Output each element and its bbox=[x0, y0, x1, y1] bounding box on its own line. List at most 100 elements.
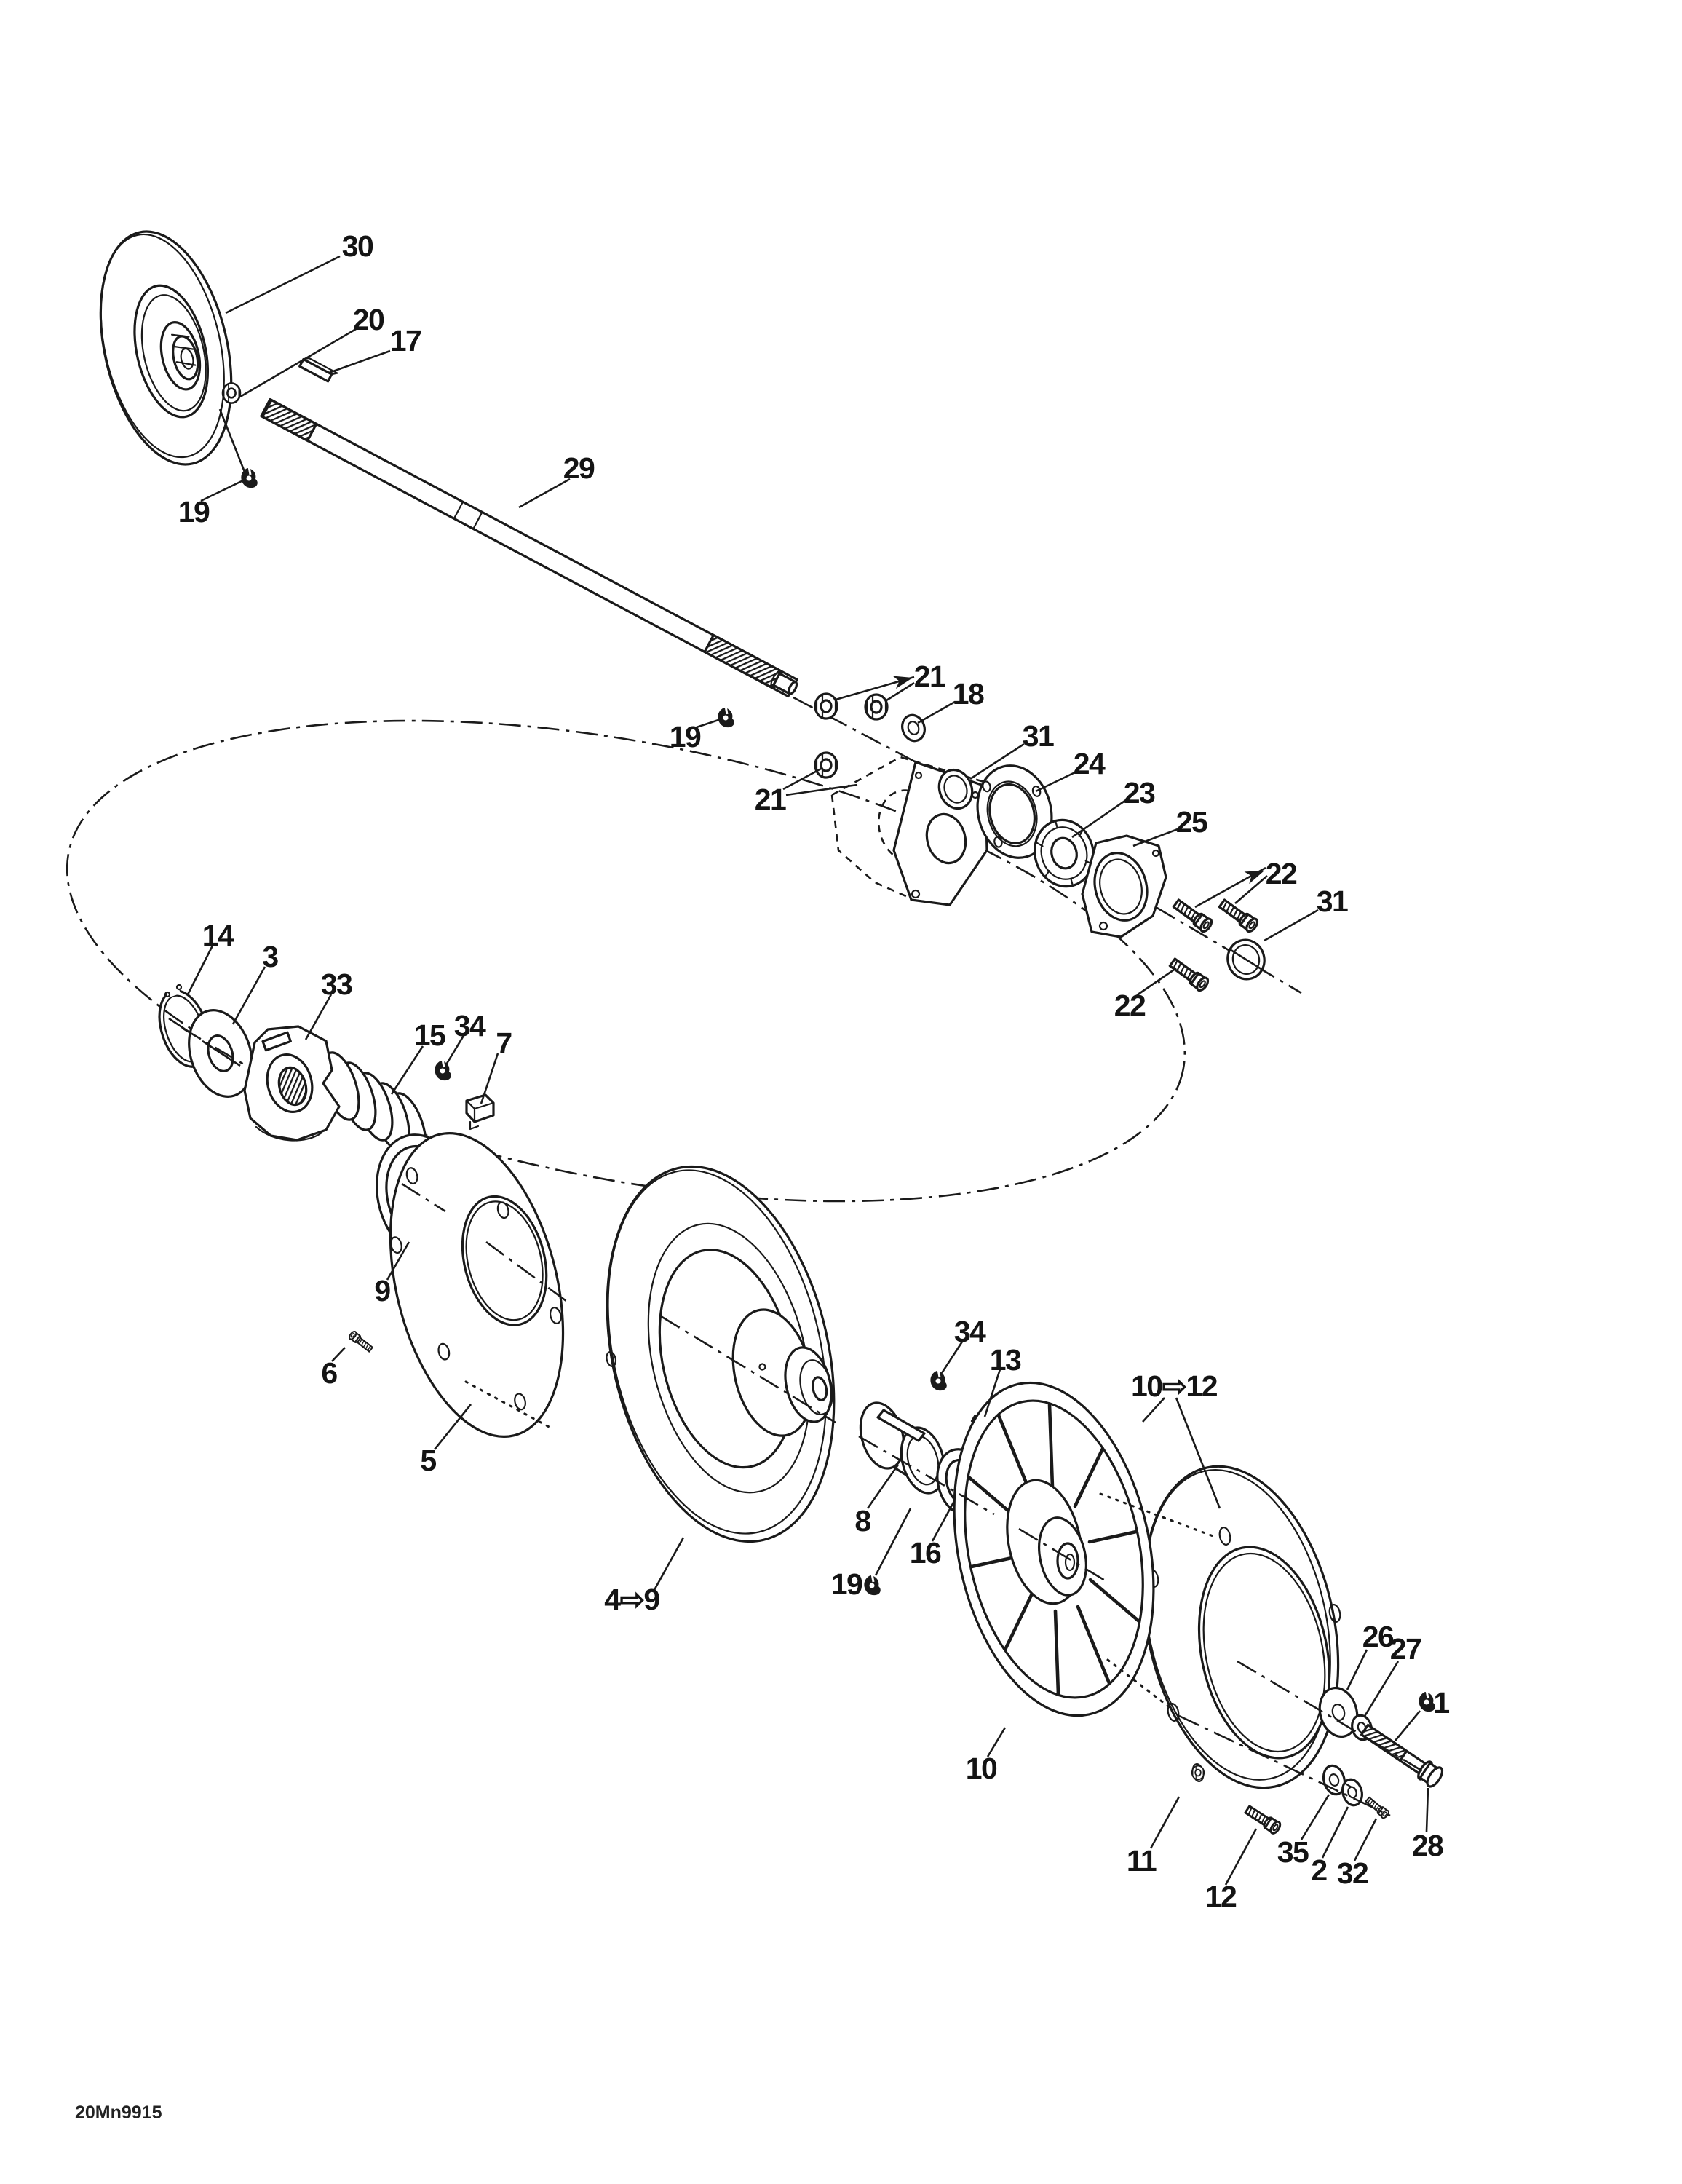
part-label-30: 30 bbox=[342, 229, 373, 263]
clip-1-glyph bbox=[1419, 1690, 1435, 1712]
leader-line-0 bbox=[225, 255, 341, 314]
part-label-23: 23 bbox=[1124, 776, 1155, 810]
part-label-31b: 31 bbox=[1317, 885, 1348, 918]
leader-line-14 bbox=[1132, 828, 1178, 847]
part-label-22b: 22 bbox=[1114, 989, 1146, 1022]
leader-line-26 bbox=[331, 1347, 346, 1362]
part-label-6: 6 bbox=[321, 1356, 337, 1390]
part-label-21a: 21 bbox=[914, 660, 945, 693]
part-label-15: 15 bbox=[414, 1018, 445, 1052]
part-lock-washer-2 bbox=[1341, 1778, 1363, 1807]
part-block-7 bbox=[465, 1093, 495, 1131]
part-label-1: 1 bbox=[1433, 1686, 1449, 1720]
leader-line-25 bbox=[386, 1241, 410, 1281]
leader-line-21 bbox=[304, 994, 333, 1040]
part-ring-31a bbox=[937, 768, 974, 810]
leader-line-44 bbox=[1321, 1806, 1349, 1859]
leader-line-1 bbox=[239, 328, 357, 398]
part-label-2: 2 bbox=[1311, 1853, 1327, 1887]
axis-hub-to-clip bbox=[218, 408, 246, 472]
leader-line-36 bbox=[986, 1727, 1007, 1757]
leader-line-35 bbox=[1175, 1397, 1221, 1509]
clip-19c-glyph bbox=[864, 1573, 881, 1596]
drive-belt-outline bbox=[66, 719, 1186, 1203]
part-label-16: 16 bbox=[910, 1536, 941, 1570]
part-label-28: 28 bbox=[1412, 1829, 1443, 1862]
part-label-17: 17 bbox=[390, 324, 421, 357]
part-label-19b: 19 bbox=[670, 720, 701, 753]
part-label-34a: 34 bbox=[454, 1009, 486, 1042]
leader-line-38 bbox=[1224, 1828, 1258, 1886]
part-label-10: 10 bbox=[966, 1752, 997, 1785]
axis-oring-31b bbox=[1228, 947, 1264, 972]
leader-line-34 bbox=[1142, 1397, 1165, 1423]
leader-line-31 bbox=[931, 1500, 956, 1542]
leader-line-7 bbox=[886, 681, 915, 702]
part-label-19c: 19 bbox=[831, 1567, 862, 1601]
part-nut-21-3 bbox=[814, 751, 838, 779]
arrowhead-0 bbox=[892, 676, 913, 689]
part-screw-12 bbox=[1242, 1803, 1283, 1837]
leader-line-20 bbox=[231, 966, 266, 1025]
part-label-9: 9 bbox=[374, 1274, 390, 1307]
leader-line-41 bbox=[1394, 1710, 1421, 1741]
axis-washer-3 bbox=[202, 1040, 241, 1067]
part-flange-24 bbox=[976, 764, 1053, 859]
clip-34b-glyph bbox=[930, 1369, 947, 1391]
part-screw-22-3 bbox=[1167, 955, 1212, 994]
part-ring-plate-11 bbox=[1142, 1465, 1341, 1789]
leader-line-42 bbox=[1425, 1787, 1429, 1832]
leader-line-2 bbox=[328, 349, 391, 374]
leader-line-29 bbox=[983, 1369, 1001, 1417]
part-label-10to12: 10⇨12 bbox=[1131, 1369, 1218, 1403]
leader-line-39 bbox=[1346, 1649, 1368, 1690]
clip-19b-glyph bbox=[718, 705, 734, 728]
part-label-26: 26 bbox=[1362, 1620, 1394, 1653]
leader-line-11 bbox=[969, 743, 1025, 780]
part-plate-5 bbox=[389, 1132, 565, 1438]
part-washer-18 bbox=[901, 713, 926, 743]
leader-line-9 bbox=[782, 767, 822, 791]
part-label-29: 29 bbox=[563, 451, 595, 485]
part-housing-25 bbox=[1081, 834, 1167, 938]
leader-line-19 bbox=[186, 945, 214, 995]
circlip-glyphs bbox=[241, 466, 1435, 1712]
watermark: 20Mn9915 bbox=[75, 2102, 162, 2123]
clip-34a-glyph bbox=[435, 1059, 451, 1081]
part-label-34b: 34 bbox=[954, 1315, 986, 1348]
leader-line-43 bbox=[1300, 1794, 1330, 1840]
part-label-19a: 19 bbox=[178, 495, 210, 529]
leader-line-12 bbox=[1035, 770, 1077, 793]
alignment-dotted-lines bbox=[464, 1380, 1218, 1709]
leader-line-13 bbox=[1071, 799, 1127, 839]
part-label-14: 14 bbox=[202, 919, 234, 952]
part-label-25: 25 bbox=[1176, 805, 1207, 839]
part-label-33: 33 bbox=[321, 968, 352, 1001]
part-cam-33 bbox=[243, 1025, 341, 1142]
part-screw-32 bbox=[1363, 1795, 1391, 1820]
part-label-12: 12 bbox=[1205, 1880, 1237, 1913]
part-label-35: 35 bbox=[1277, 1835, 1309, 1869]
part-label-20: 20 bbox=[353, 303, 384, 336]
part-label-18: 18 bbox=[953, 677, 984, 711]
part-label-31a: 31 bbox=[1023, 719, 1054, 753]
leader-line-10 bbox=[785, 783, 858, 796]
part-sliding-sheave-4 bbox=[606, 1165, 836, 1543]
part-washer-26 bbox=[1318, 1686, 1359, 1738]
leader-line-22 bbox=[390, 1045, 424, 1095]
part-label-24: 24 bbox=[1074, 747, 1106, 780]
leader-line-5 bbox=[696, 718, 721, 729]
part-label-8: 8 bbox=[854, 1504, 870, 1538]
part-label-3: 3 bbox=[262, 940, 278, 973]
leader-line-8 bbox=[917, 700, 956, 724]
part-screw-6 bbox=[347, 1329, 375, 1354]
part-bushing-8 bbox=[859, 1401, 946, 1495]
part-label-11: 11 bbox=[1127, 1844, 1157, 1878]
part-label-27: 27 bbox=[1390, 1632, 1421, 1666]
part-label-5: 5 bbox=[420, 1444, 436, 1477]
part-label-7: 7 bbox=[496, 1026, 511, 1060]
leader-line-33 bbox=[653, 1537, 685, 1591]
leader-line-40 bbox=[1362, 1661, 1400, 1718]
